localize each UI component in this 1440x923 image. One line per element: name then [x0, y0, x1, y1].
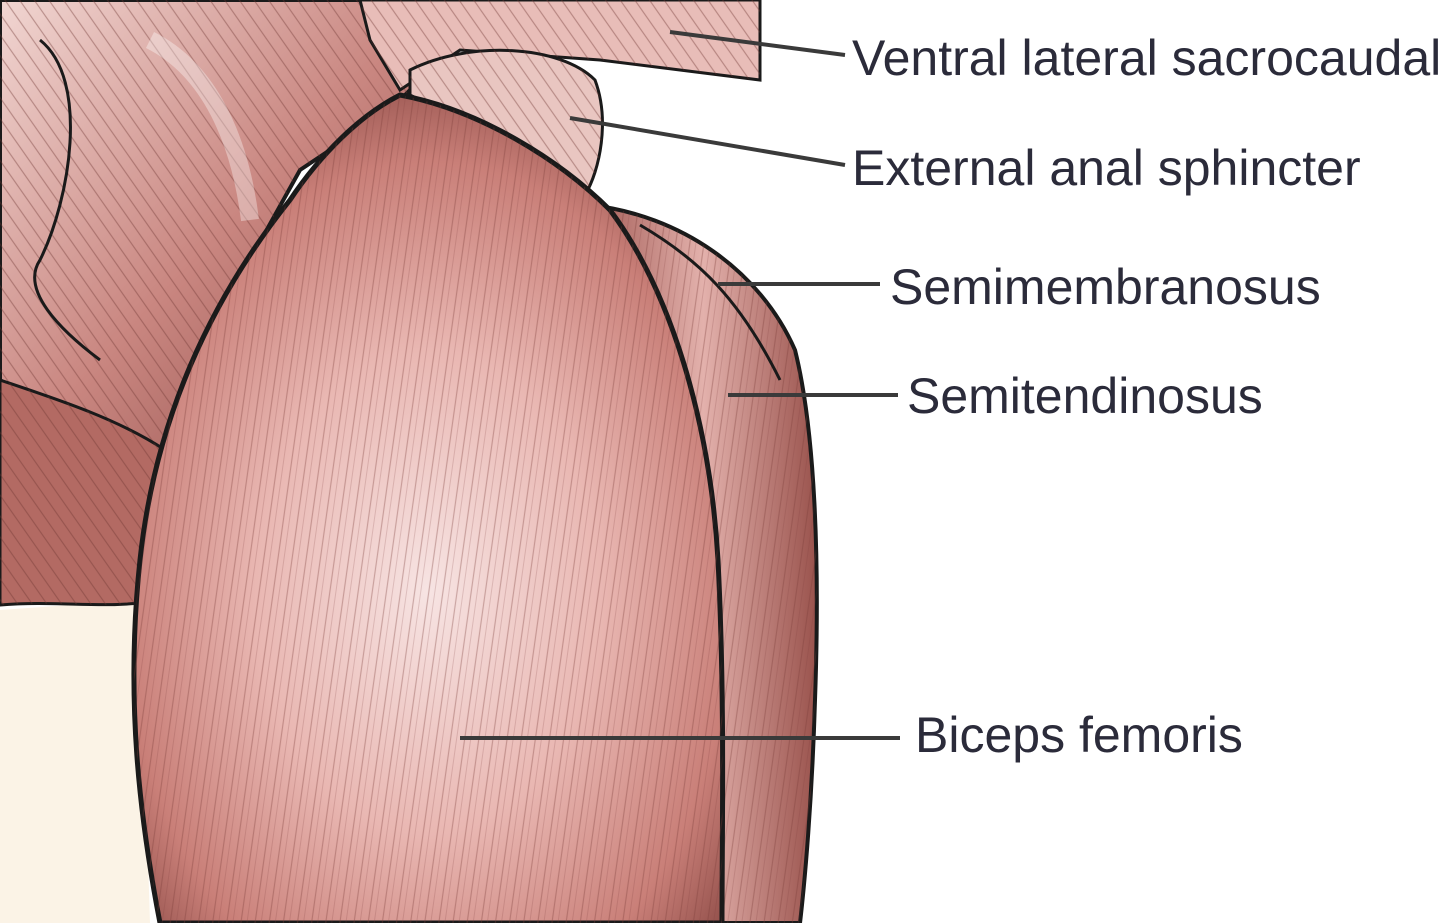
- leader-line-ventral-lateral-sacrocaudal: [669, 30, 846, 57]
- label-semitendinosus: Semitendinosus: [907, 368, 1263, 424]
- label-semimembranosus: Semimembranosus: [890, 259, 1321, 315]
- external-anal-sphincter-muscle: [408, 48, 604, 198]
- label-ventral-lateral-sacrocaudal: Ventral lateral sacrocaudalis: [852, 30, 1440, 86]
- tail-muscle-group: [0, 0, 443, 607]
- background-tissue: [0, 600, 150, 923]
- label-biceps-femoris: Biceps femoris: [915, 707, 1243, 763]
- label-external-anal-sphincter: External anal sphincter: [852, 140, 1361, 196]
- leader-line-external-anal-sphincter: [569, 116, 846, 167]
